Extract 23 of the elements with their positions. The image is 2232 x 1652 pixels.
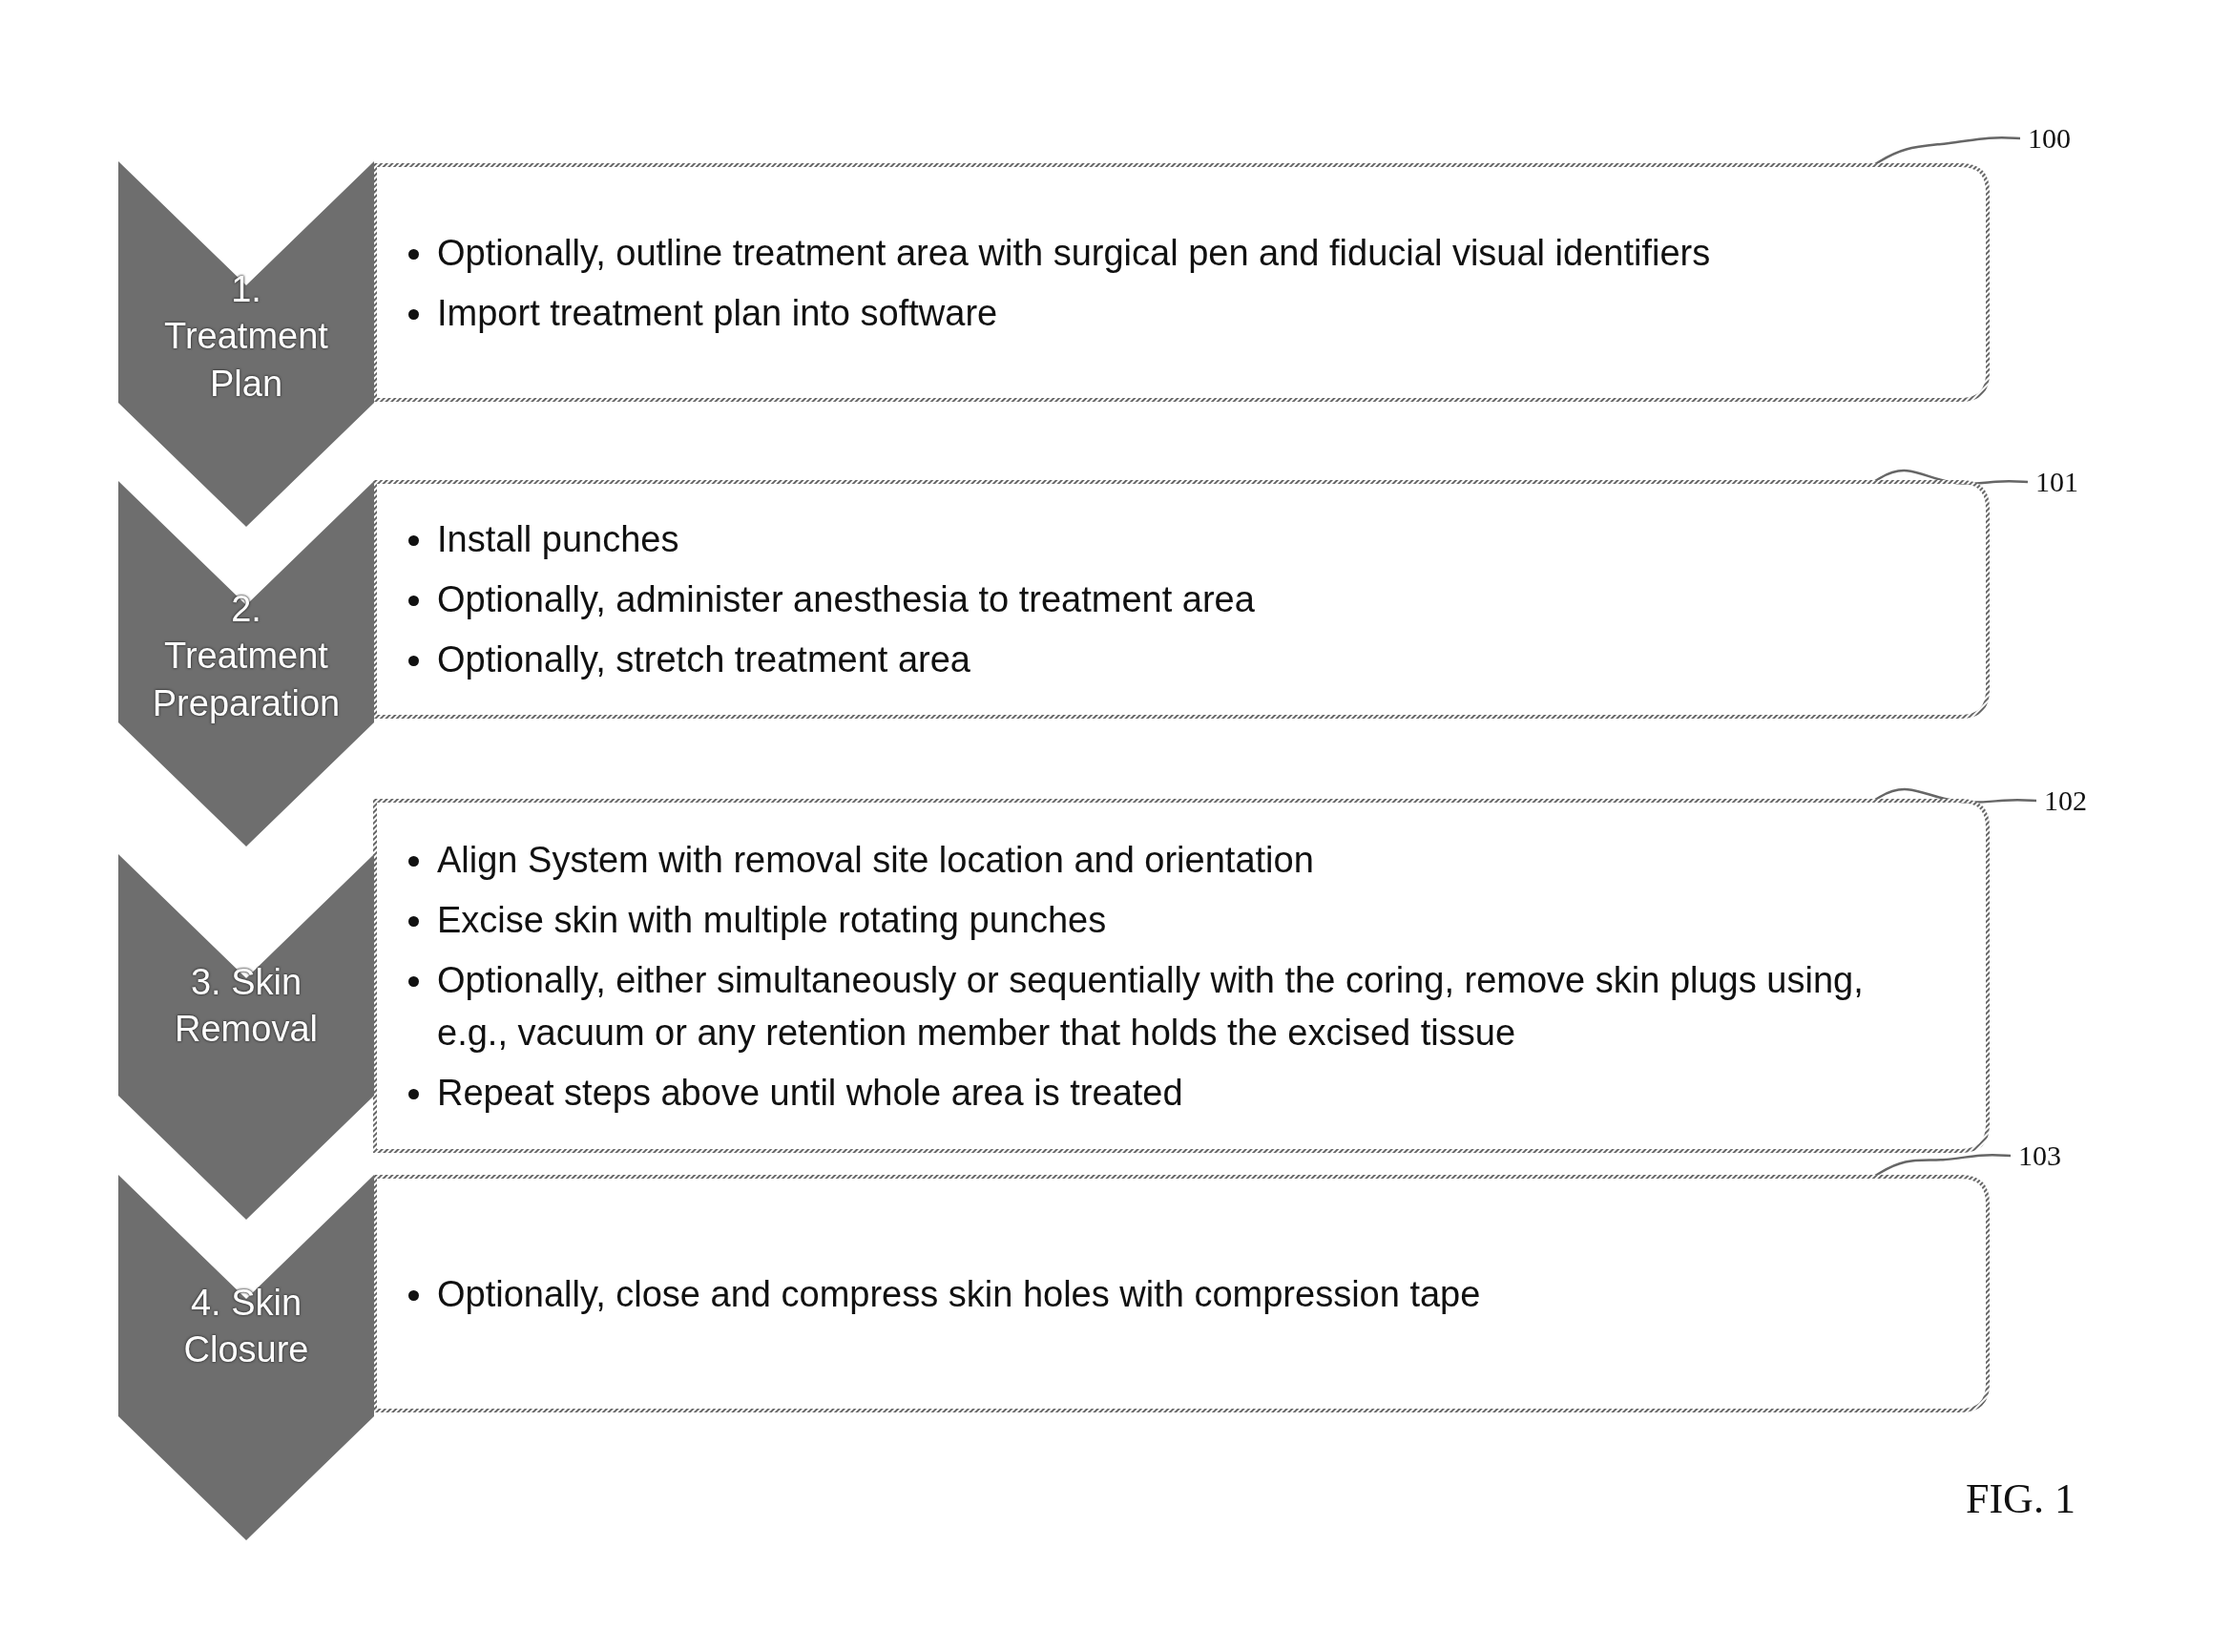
bullet-text: Optionally, outline treatment area with surgical pen and fiducial visual identifiers [437, 232, 1711, 273]
step-title: 2. Treatment Preparation [151, 588, 342, 725]
bullet-text: Align System with removal site location and orientation [437, 839, 1314, 880]
bullet-text: Import treatment plan into software [437, 292, 998, 333]
step-title: 4. Skin Closure [182, 1282, 310, 1372]
reference-number: 100 [2028, 122, 2071, 155]
bullet-text: Optionally, stretch treatment area [437, 639, 970, 680]
bullet-text: Install punches [437, 519, 679, 559]
bullet-text: Repeat steps above until whole area is treated [437, 1072, 1183, 1113]
leader-line [1874, 136, 2021, 166]
figure-caption: FIG. 1 [1966, 1474, 2076, 1523]
bullet-text: Optionally, close and compress skin holes with compression tape [437, 1273, 1481, 1314]
leader-line [1874, 1153, 2012, 1178]
reference-number: 101 [2035, 466, 2078, 498]
reference-number: 102 [2044, 784, 2087, 817]
bullet-text: Optionally, either simultaneously or sequentially with the coring, remove skin plugs using, e.g., vacuum or any retention member that holds the excised tissue [437, 959, 1864, 1053]
leader-line [1874, 469, 2029, 485]
bullet-text: Optionally, administer anesthesia to treatment area [437, 579, 1255, 619]
bullet-text: Excise skin with multiple rotating punches [437, 899, 1107, 940]
step-title: 3. Skin Removal [174, 961, 319, 1052]
leader-line [1874, 787, 2037, 804]
reference-number: 103 [2018, 1140, 2061, 1172]
step-title: 1. Treatment Plan [163, 268, 329, 406]
